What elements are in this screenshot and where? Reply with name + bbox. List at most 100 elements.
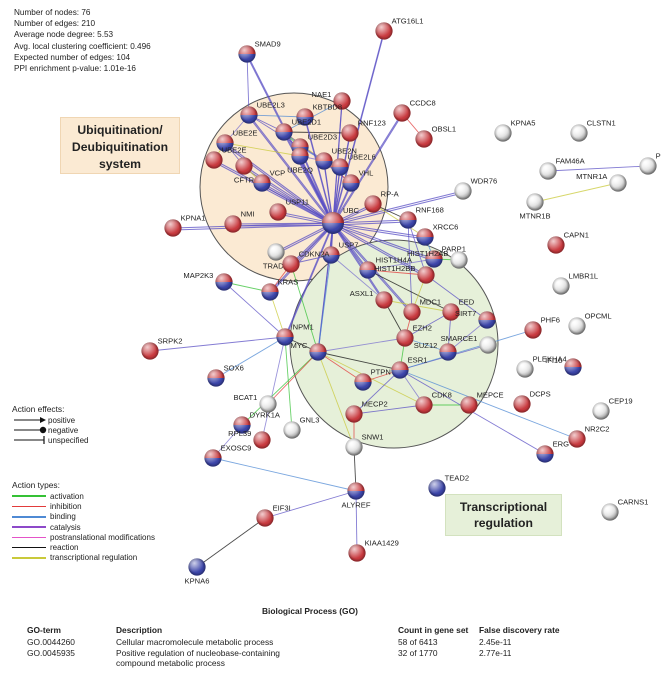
node-kpna6[interactable]: KPNA6 bbox=[185, 558, 210, 586]
node-ube2d1[interactable]: UBE2D1 bbox=[275, 117, 321, 141]
node-srpk2[interactable]: SRPK2 bbox=[141, 336, 183, 360]
node-vcp[interactable]: VCP bbox=[253, 168, 285, 192]
legend-effect-label: negative bbox=[48, 425, 79, 435]
node-eed[interactable]: EED bbox=[442, 297, 475, 321]
node-vhl[interactable]: VHL bbox=[342, 168, 373, 192]
node-rnf168[interactable]: RNF168 bbox=[399, 205, 444, 229]
node-smad9[interactable]: SMAD9 bbox=[238, 39, 281, 63]
node-fam46a[interactable]: FAM46A bbox=[539, 156, 586, 180]
node-kiaa1429[interactable]: KIAA1429 bbox=[348, 538, 399, 562]
node-usp7[interactable]: USP7 bbox=[322, 240, 358, 264]
legend-type-transcriptional-regulation: transcriptional regulation bbox=[12, 553, 155, 563]
node-label: DYRK1A bbox=[250, 410, 281, 419]
legend-type-line bbox=[12, 557, 46, 559]
node-sirt7[interactable]: SIRT7 bbox=[455, 309, 496, 329]
node-mtnr1b[interactable]: MTNR1B bbox=[519, 193, 551, 221]
node-atg16l1[interactable]: ATG16L1 bbox=[375, 16, 424, 40]
node-rnf123[interactable]: RNF123 bbox=[341, 118, 386, 142]
node-ezh2[interactable]: EZH2 bbox=[396, 323, 432, 347]
node-xrcc6[interactable]: XRCC6 bbox=[416, 222, 458, 246]
node-plekha4[interactable]: PLEKHA4 bbox=[516, 354, 567, 378]
node-clstn1[interactable]: CLSTN1 bbox=[570, 118, 616, 142]
node-mtnr1a[interactable]: MTNR1A bbox=[576, 172, 627, 192]
node-carns1[interactable]: CARNS1 bbox=[601, 497, 648, 521]
node-eif3i[interactable]: EIF3I bbox=[256, 503, 291, 527]
node-highlight bbox=[276, 328, 294, 346]
node-ccdc8[interactable]: CCDC8 bbox=[393, 98, 436, 122]
node-highlight bbox=[396, 329, 414, 347]
node-ubc[interactable]: UBC bbox=[322, 206, 360, 234]
node-ube2q[interactable]: UBE2Q bbox=[287, 147, 313, 175]
node-erg[interactable]: ERG bbox=[536, 439, 569, 463]
edge-NPM1-GNL3 bbox=[284, 336, 293, 431]
node-sox6[interactable]: SOX6 bbox=[207, 363, 244, 387]
node-label: PB bbox=[656, 151, 661, 160]
node-mdc1[interactable]: MDC1 bbox=[403, 297, 441, 321]
legend-type-binding: binding bbox=[12, 512, 155, 522]
node-ifi16[interactable]: IFI16 bbox=[545, 356, 582, 376]
node-highlight bbox=[417, 266, 435, 284]
node-label: UBE2D3 bbox=[308, 132, 338, 141]
node-dyrk1a[interactable]: DYRK1A bbox=[233, 410, 281, 434]
node-cftr[interactable]: CFTR bbox=[234, 157, 255, 185]
node-hist1h2bb[interactable]: HIST1H2BB bbox=[374, 264, 435, 284]
node-lmbr1l[interactable]: LMBR1L bbox=[552, 271, 598, 295]
node-ube2e[interactable]: UBE2E bbox=[216, 128, 258, 152]
node-nmi[interactable]: NMI bbox=[224, 209, 255, 233]
node-highlight bbox=[592, 402, 610, 420]
node-rpl39[interactable]: RPL39 bbox=[228, 429, 271, 449]
node-myc[interactable]: MYC bbox=[291, 341, 327, 361]
node-usp11[interactable]: USP11 bbox=[269, 197, 309, 221]
edge-UBC-WDR76-2 bbox=[332, 192, 464, 226]
node-rp-a[interactable]: RP-A bbox=[364, 189, 400, 213]
node-cdkn2a[interactable]: CDKN2A bbox=[282, 249, 330, 273]
node-parp1[interactable]: PARP1 bbox=[425, 244, 466, 268]
edge-NPM1-SOX6 bbox=[215, 336, 286, 379]
node-kpna1[interactable]: KPNA1 bbox=[164, 213, 206, 237]
node-hist1h2ab[interactable]: HIST1H2AB bbox=[407, 249, 468, 269]
legend-type-inhibition: inhibition bbox=[12, 501, 155, 511]
node-bcat1[interactable]: BCAT1 bbox=[233, 393, 277, 413]
legend-type-line bbox=[12, 546, 46, 549]
node-suz12[interactable]: SUZ12 bbox=[414, 341, 457, 361]
node-alyref[interactable]: ALYREF bbox=[342, 482, 371, 510]
node-ptpn[interactable]: PTPN bbox=[354, 367, 391, 391]
node-ube2n[interactable]: UBE2N bbox=[315, 146, 357, 170]
node-smarce1[interactable]: SMARCE1 bbox=[441, 334, 497, 354]
node-tradd[interactable]: TRADD bbox=[263, 243, 290, 271]
edge-UBE2L3-UBE2D3 bbox=[248, 114, 301, 148]
node-capn1[interactable]: CAPN1 bbox=[547, 230, 589, 254]
node-mecp2[interactable]: MECP2 bbox=[345, 399, 388, 423]
node-label: MTNR1B bbox=[519, 212, 550, 221]
node-pb[interactable]: PB bbox=[639, 151, 661, 175]
node-phf6[interactable]: PHF6 bbox=[524, 315, 560, 339]
node-kras[interactable]: KRAS bbox=[261, 277, 298, 301]
node-nr2c2[interactable]: NR2C2 bbox=[568, 424, 610, 448]
node-cdk8[interactable]: CDK8 bbox=[415, 390, 452, 414]
node-exosc9[interactable]: EXOSC9 bbox=[204, 443, 251, 467]
node-mepce[interactable]: MEPCE bbox=[460, 390, 504, 414]
node-cep19[interactable]: CEP19 bbox=[592, 396, 633, 420]
node-highlight bbox=[442, 303, 460, 321]
node-ube2l3[interactable]: UBE2L3 bbox=[240, 100, 285, 124]
node-ube2l6[interactable]: UBE2L6 bbox=[331, 152, 376, 176]
node-wdr76[interactable]: WDR76 bbox=[454, 176, 497, 200]
stat-clustering: Avg. local clustering coefficient: 0.496 bbox=[14, 41, 151, 51]
node-dcps[interactable]: DCPS bbox=[513, 389, 551, 413]
node-asxl1[interactable]: ASXL1 bbox=[350, 289, 393, 309]
node-gnl3[interactable]: GNL3 bbox=[283, 415, 319, 439]
node-obsl1[interactable]: OBSL1 bbox=[415, 124, 456, 148]
node-hist1h4a[interactable]: HIST1H4A bbox=[359, 255, 413, 279]
node-tead2[interactable]: TEAD2 bbox=[428, 473, 469, 497]
node-kbtbd8[interactable]: KBTBD8 bbox=[296, 102, 342, 126]
node-snw1[interactable]: SNW1 bbox=[345, 432, 384, 456]
node-opcml[interactable]: OPCML bbox=[568, 311, 612, 335]
node-nae1[interactable]: NAE1 bbox=[312, 90, 351, 110]
node-highlight bbox=[283, 421, 301, 439]
node-esr1[interactable]: ESR1 bbox=[391, 355, 427, 379]
node-npm1[interactable]: NPM1 bbox=[276, 322, 314, 346]
node-kpna5[interactable]: KPNA5 bbox=[494, 118, 536, 142]
node-map2k3[interactable]: MAP2K3 bbox=[183, 271, 233, 291]
node-vcp2[interactable]: UBE2E bbox=[205, 145, 247, 169]
